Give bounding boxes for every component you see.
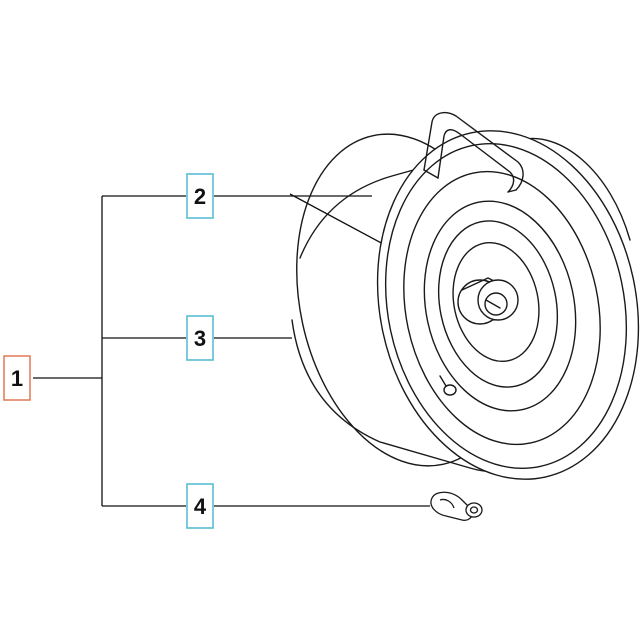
callout-1-box (3, 355, 31, 401)
callout-4-label: 4 (194, 494, 207, 519)
clip-part (430, 491, 483, 521)
callout-2-box (186, 173, 214, 219)
wheel-handle-base-left (423, 169, 439, 179)
callout-1-label: 1 (11, 366, 23, 391)
wheel-front-rim-inner (384, 143, 628, 469)
wheel-hub-ring-outer (423, 200, 577, 412)
callout-2: 2 (186, 173, 214, 219)
wheel-handle-base-right (507, 189, 517, 193)
wheel-hub-ring-mid (437, 220, 559, 388)
callout-3-label: 3 (194, 326, 206, 351)
clip-body (430, 491, 474, 521)
callout-3-box (186, 315, 214, 361)
axle-bore (484, 292, 508, 316)
callout-4-box (186, 483, 214, 529)
wheel-handle-inner (437, 129, 515, 193)
wheel-tire-groove (403, 170, 601, 446)
wheel-assembly (291, 111, 640, 480)
hub-peg-shaft (439, 375, 447, 387)
callout-1: 1 (3, 355, 31, 401)
callout-3: 3 (186, 315, 214, 361)
hub-center-mark (485, 299, 501, 309)
axle-boss-front (477, 279, 519, 321)
hub-peg (443, 384, 457, 396)
callout-2-label: 2 (194, 184, 206, 209)
wheel-handle-outer (423, 111, 524, 191)
wheel-hub-ring-inner (452, 241, 540, 363)
clip-fold (439, 498, 455, 509)
callout-4: 4 (186, 483, 214, 529)
clip-eye-hole (469, 506, 479, 514)
